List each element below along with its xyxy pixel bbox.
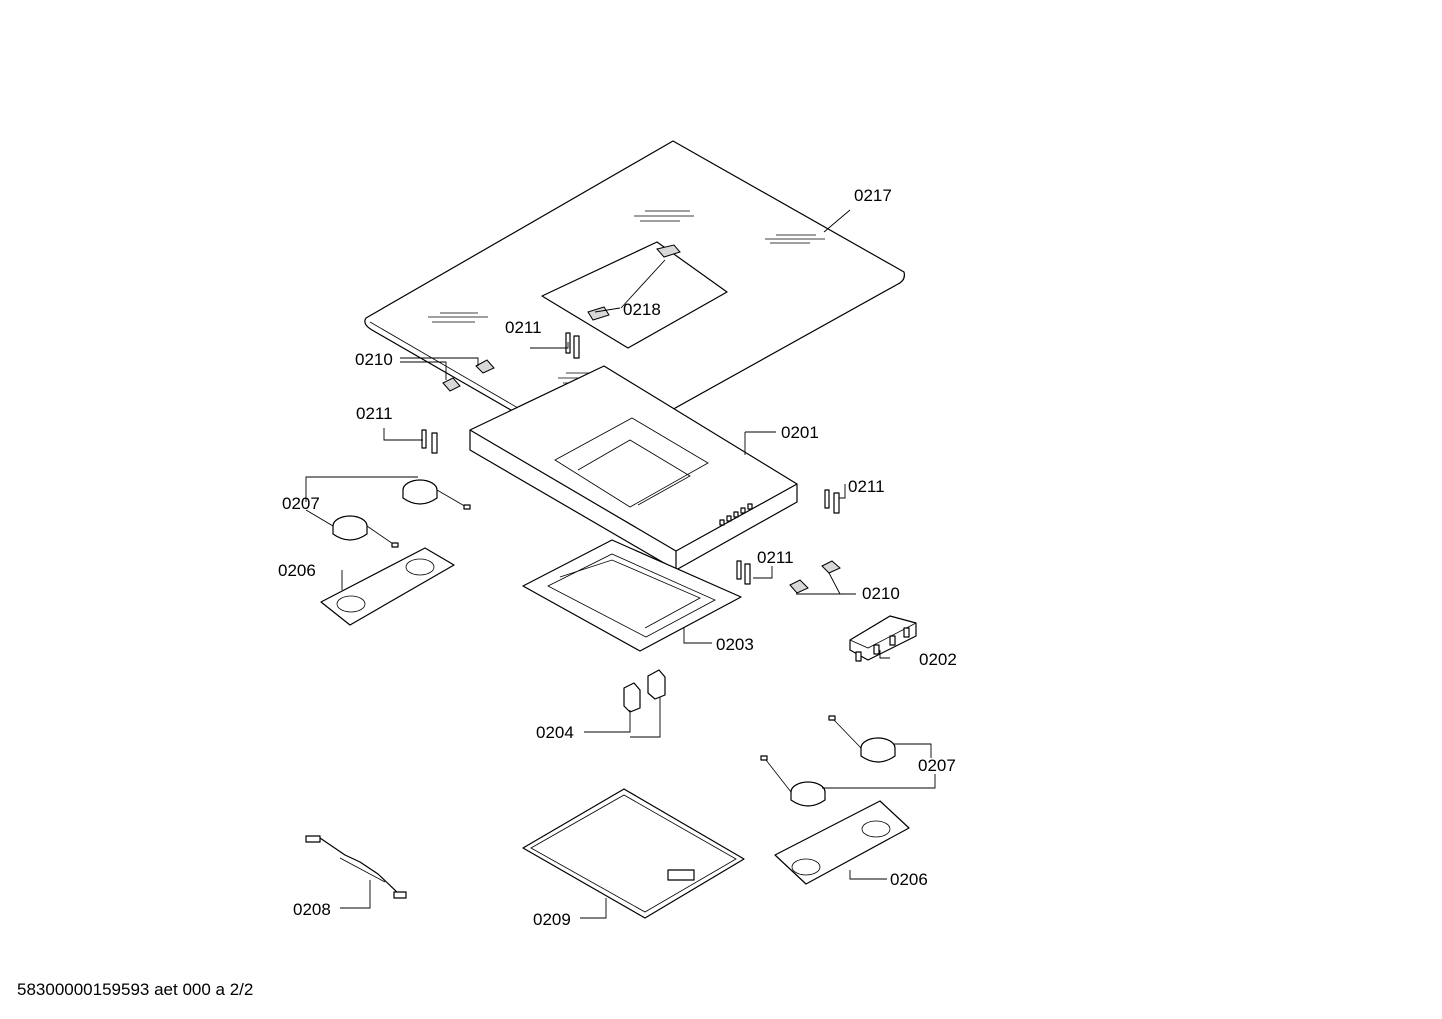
label-0203: 0203 [716, 635, 754, 654]
part-0206-bracket-right [774, 800, 910, 885]
label-0218: 0218 [623, 300, 661, 319]
part-0204-clamps [623, 669, 666, 713]
part-0209-filter [522, 788, 745, 919]
leader-lines [305, 209, 936, 919]
part-0202-control-module [849, 615, 917, 662]
label-0210-a: 0210 [355, 350, 393, 369]
label-0211-b: 0211 [356, 404, 393, 423]
label-0211-c: 0211 [848, 477, 885, 496]
label-0210-b: 0210 [862, 584, 900, 603]
label-0217: 0217 [854, 186, 892, 205]
label-0208: 0208 [293, 900, 331, 919]
part-0207-knobs-left [332, 479, 471, 548]
part-0203-lower-tray [522, 539, 742, 652]
label-0209: 0209 [533, 910, 571, 929]
part-0201-housing [469, 365, 798, 571]
label-0202: 0202 [919, 650, 957, 669]
document-footer-id: 58300000159593 aet 000 a 2/2 [17, 980, 254, 999]
part-0210-pads-left [442, 359, 495, 392]
part-0210-pads-right [789, 560, 841, 594]
label-0207-b: 0207 [918, 756, 956, 775]
part-0217-glass-top [364, 140, 905, 454]
part-0207-knobs-right [760, 715, 896, 807]
label-0204: 0204 [536, 723, 574, 742]
label-0201: 0201 [781, 423, 819, 442]
label-0211-a: 0211 [505, 318, 542, 337]
part-labels: 0217 0218 0211 0210 0211 0201 0207 0211 … [278, 186, 957, 929]
label-0206-a: 0206 [278, 561, 316, 580]
part-0208-wiring [305, 835, 407, 899]
label-0207-a: 0207 [282, 494, 320, 513]
part-0206-bracket-left [320, 547, 455, 626]
label-0206-b: 0206 [890, 870, 928, 889]
label-0211-d: 0211 [757, 548, 794, 567]
